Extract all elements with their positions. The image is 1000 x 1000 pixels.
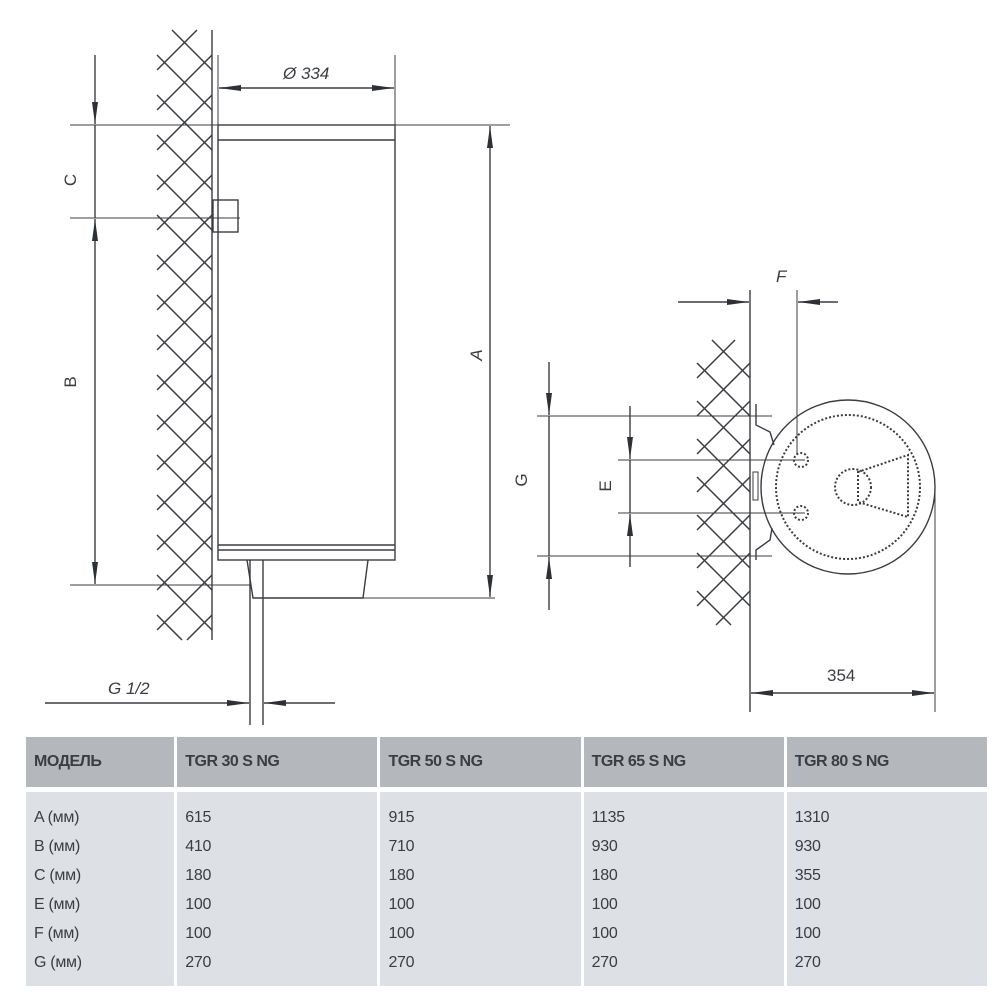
hatch-line (156, 54, 213, 111)
row-label: E (мм) (26, 890, 175, 919)
depth-label: 354 (827, 666, 855, 685)
hatch-line (696, 476, 751, 531)
hatch-line (156, 29, 198, 71)
hatch-line (156, 174, 213, 231)
table-cell: 100 (786, 890, 987, 919)
row-label: F (мм) (26, 919, 175, 948)
hatch-line (186, 614, 213, 641)
row-label: C (мм) (26, 861, 175, 890)
table-cell: 1135 (583, 792, 784, 832)
row-label: B (мм) (26, 832, 175, 861)
dim-c-label: C (61, 174, 80, 186)
row-label: A (мм) (26, 792, 175, 832)
table-cell: 615 (177, 792, 378, 832)
flange-outline (857, 453, 909, 519)
table-cell: 100 (583, 919, 784, 948)
mounting-bracket (212, 199, 239, 233)
hatch-line (156, 574, 213, 631)
table-cell: 180 (380, 861, 581, 890)
hatch-line (696, 590, 732, 626)
table-cell: 100 (380, 890, 581, 919)
table-cell: 270 (177, 948, 378, 986)
tank-body (217, 124, 396, 561)
hatch-line (156, 614, 183, 641)
column-header: TGR 65 S NG (583, 737, 784, 792)
tank-bottom-cover (246, 559, 369, 599)
wall-hatch-left (156, 29, 213, 641)
table-cell: 710 (380, 832, 581, 861)
hatch-line (156, 494, 213, 551)
hatch-line (156, 374, 213, 431)
table-cell: 410 (177, 832, 378, 861)
hatch-line (156, 534, 213, 591)
table-cell: 270 (380, 948, 581, 986)
table-cell: 100 (177, 890, 378, 919)
hatch-line (715, 590, 751, 626)
hatch-line (696, 362, 751, 417)
dim-f-label: F (776, 267, 788, 286)
hatch-line (156, 414, 213, 471)
table-cell: 100 (786, 919, 987, 948)
column-header: TGR 80 S NG (786, 737, 987, 792)
pipe-thread-label: G 1/2 (108, 679, 150, 698)
table-cell: 355 (786, 861, 987, 890)
diameter-label: Ø 334 (282, 64, 329, 83)
table-cell: 270 (786, 948, 987, 986)
table-cell: 180 (583, 861, 784, 890)
table-cell: 180 (177, 861, 378, 890)
hatch-line (156, 454, 213, 511)
hatch-line (696, 438, 751, 493)
column-header-model: МОДЕЛЬ (26, 737, 175, 792)
table-cell: 1310 (786, 792, 987, 832)
top-view: F G E 354 (512, 267, 936, 712)
hatch-line (156, 134, 213, 191)
hatch-line (156, 94, 213, 151)
hatch-line (696, 514, 751, 569)
table-cell: 930 (786, 832, 987, 861)
column-header: TGR 50 S NG (380, 737, 581, 792)
table-cell: 100 (583, 890, 784, 919)
side-view: Ø 334 C B A G 1/2 (45, 29, 510, 725)
wall-hatch-right (696, 339, 751, 626)
table-cell: 915 (380, 792, 581, 832)
hatch-line (696, 400, 751, 455)
hatch-line (156, 334, 213, 391)
column-header: TGR 30 S NG (177, 737, 378, 792)
row-label: G (мм) (26, 948, 175, 986)
dim-b-label: B (61, 376, 80, 387)
hatch-line (711, 339, 751, 379)
table-cell: 270 (583, 948, 784, 986)
table-cell: 100 (177, 919, 378, 948)
table-cell: 930 (583, 832, 784, 861)
hatch-line (696, 552, 751, 607)
hatch-line (156, 294, 213, 351)
dim-e-label: E (596, 480, 615, 491)
dim-a-label: A (467, 349, 486, 361)
table-cell: 100 (380, 919, 581, 948)
dimension-drawing: Ø 334 C B A G 1/2 F (45, 29, 936, 725)
dim-g-label: G (512, 473, 531, 486)
hatch-line (156, 254, 213, 311)
hatch-line (171, 29, 213, 71)
hatch-line (696, 339, 736, 379)
hatch-line (156, 214, 213, 271)
